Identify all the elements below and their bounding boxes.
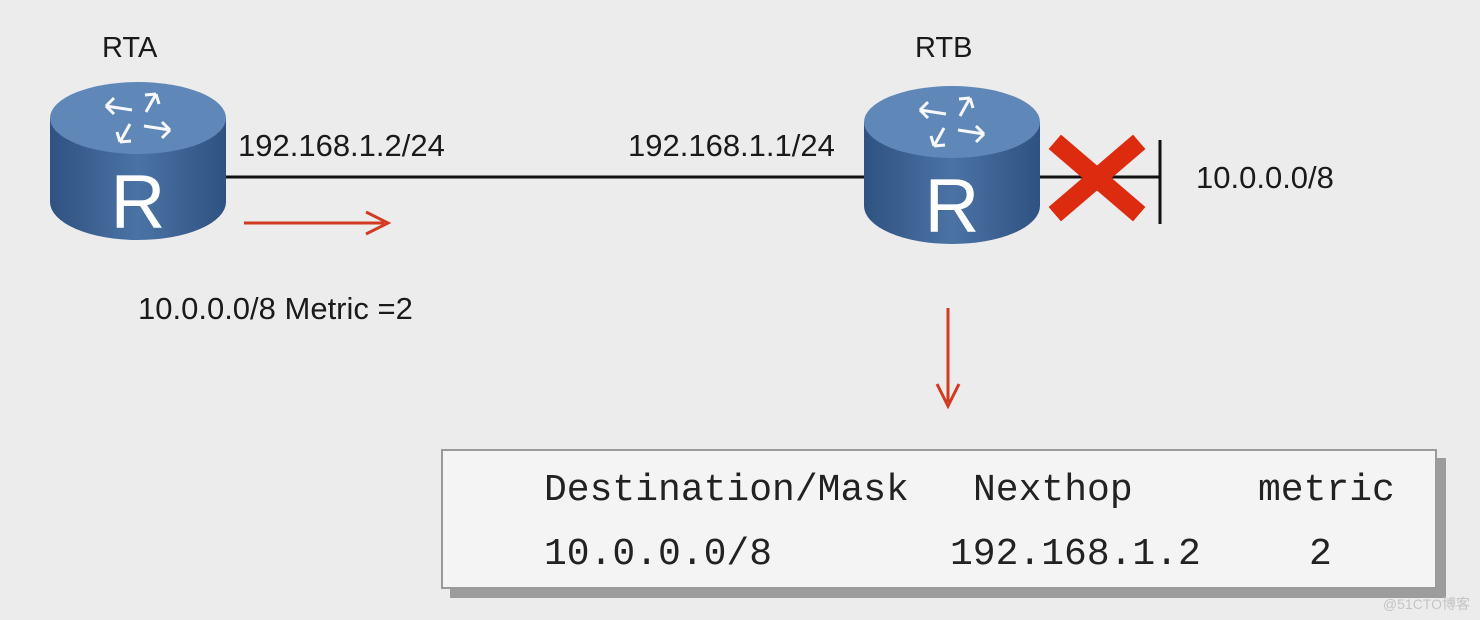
router-rta-icon: R	[50, 82, 226, 244]
route-table: Destination/Mask Nexthop metric 10.0.0.0…	[441, 449, 1437, 589]
router-rta-label: RTA	[102, 32, 158, 64]
network-label: 10.0.0.0/8	[1196, 160, 1334, 195]
red-x-icon	[1048, 134, 1146, 222]
router-rta-letter: R	[111, 160, 166, 244]
route-table-cell-destination: 10.0.0.0/8	[544, 533, 773, 576]
advertisement-label: 10.0.0.0/8 Metric =2	[138, 291, 413, 326]
watermark: @51CTO博客	[1382, 596, 1470, 612]
advertise-arrow	[244, 210, 392, 236]
route-table-header-destination: Destination/Mask	[544, 469, 909, 512]
route-table-header-nexthop: Nexthop	[973, 469, 1133, 512]
route-table-cell-metric: 2	[1309, 533, 1332, 576]
router-rtb-label: RTB	[915, 32, 973, 64]
router-rtb-icon: R	[864, 86, 1040, 248]
router-rtb-letter: R	[925, 164, 980, 248]
rta-interface-ip: 192.168.1.2/24	[238, 128, 445, 163]
route-table-cell-nexthop: 192.168.1.2	[950, 533, 1201, 576]
rtb-interface-ip: 192.168.1.1/24	[628, 128, 835, 163]
update-arrow	[935, 308, 961, 410]
route-table-header-metric: metric	[1258, 469, 1395, 512]
